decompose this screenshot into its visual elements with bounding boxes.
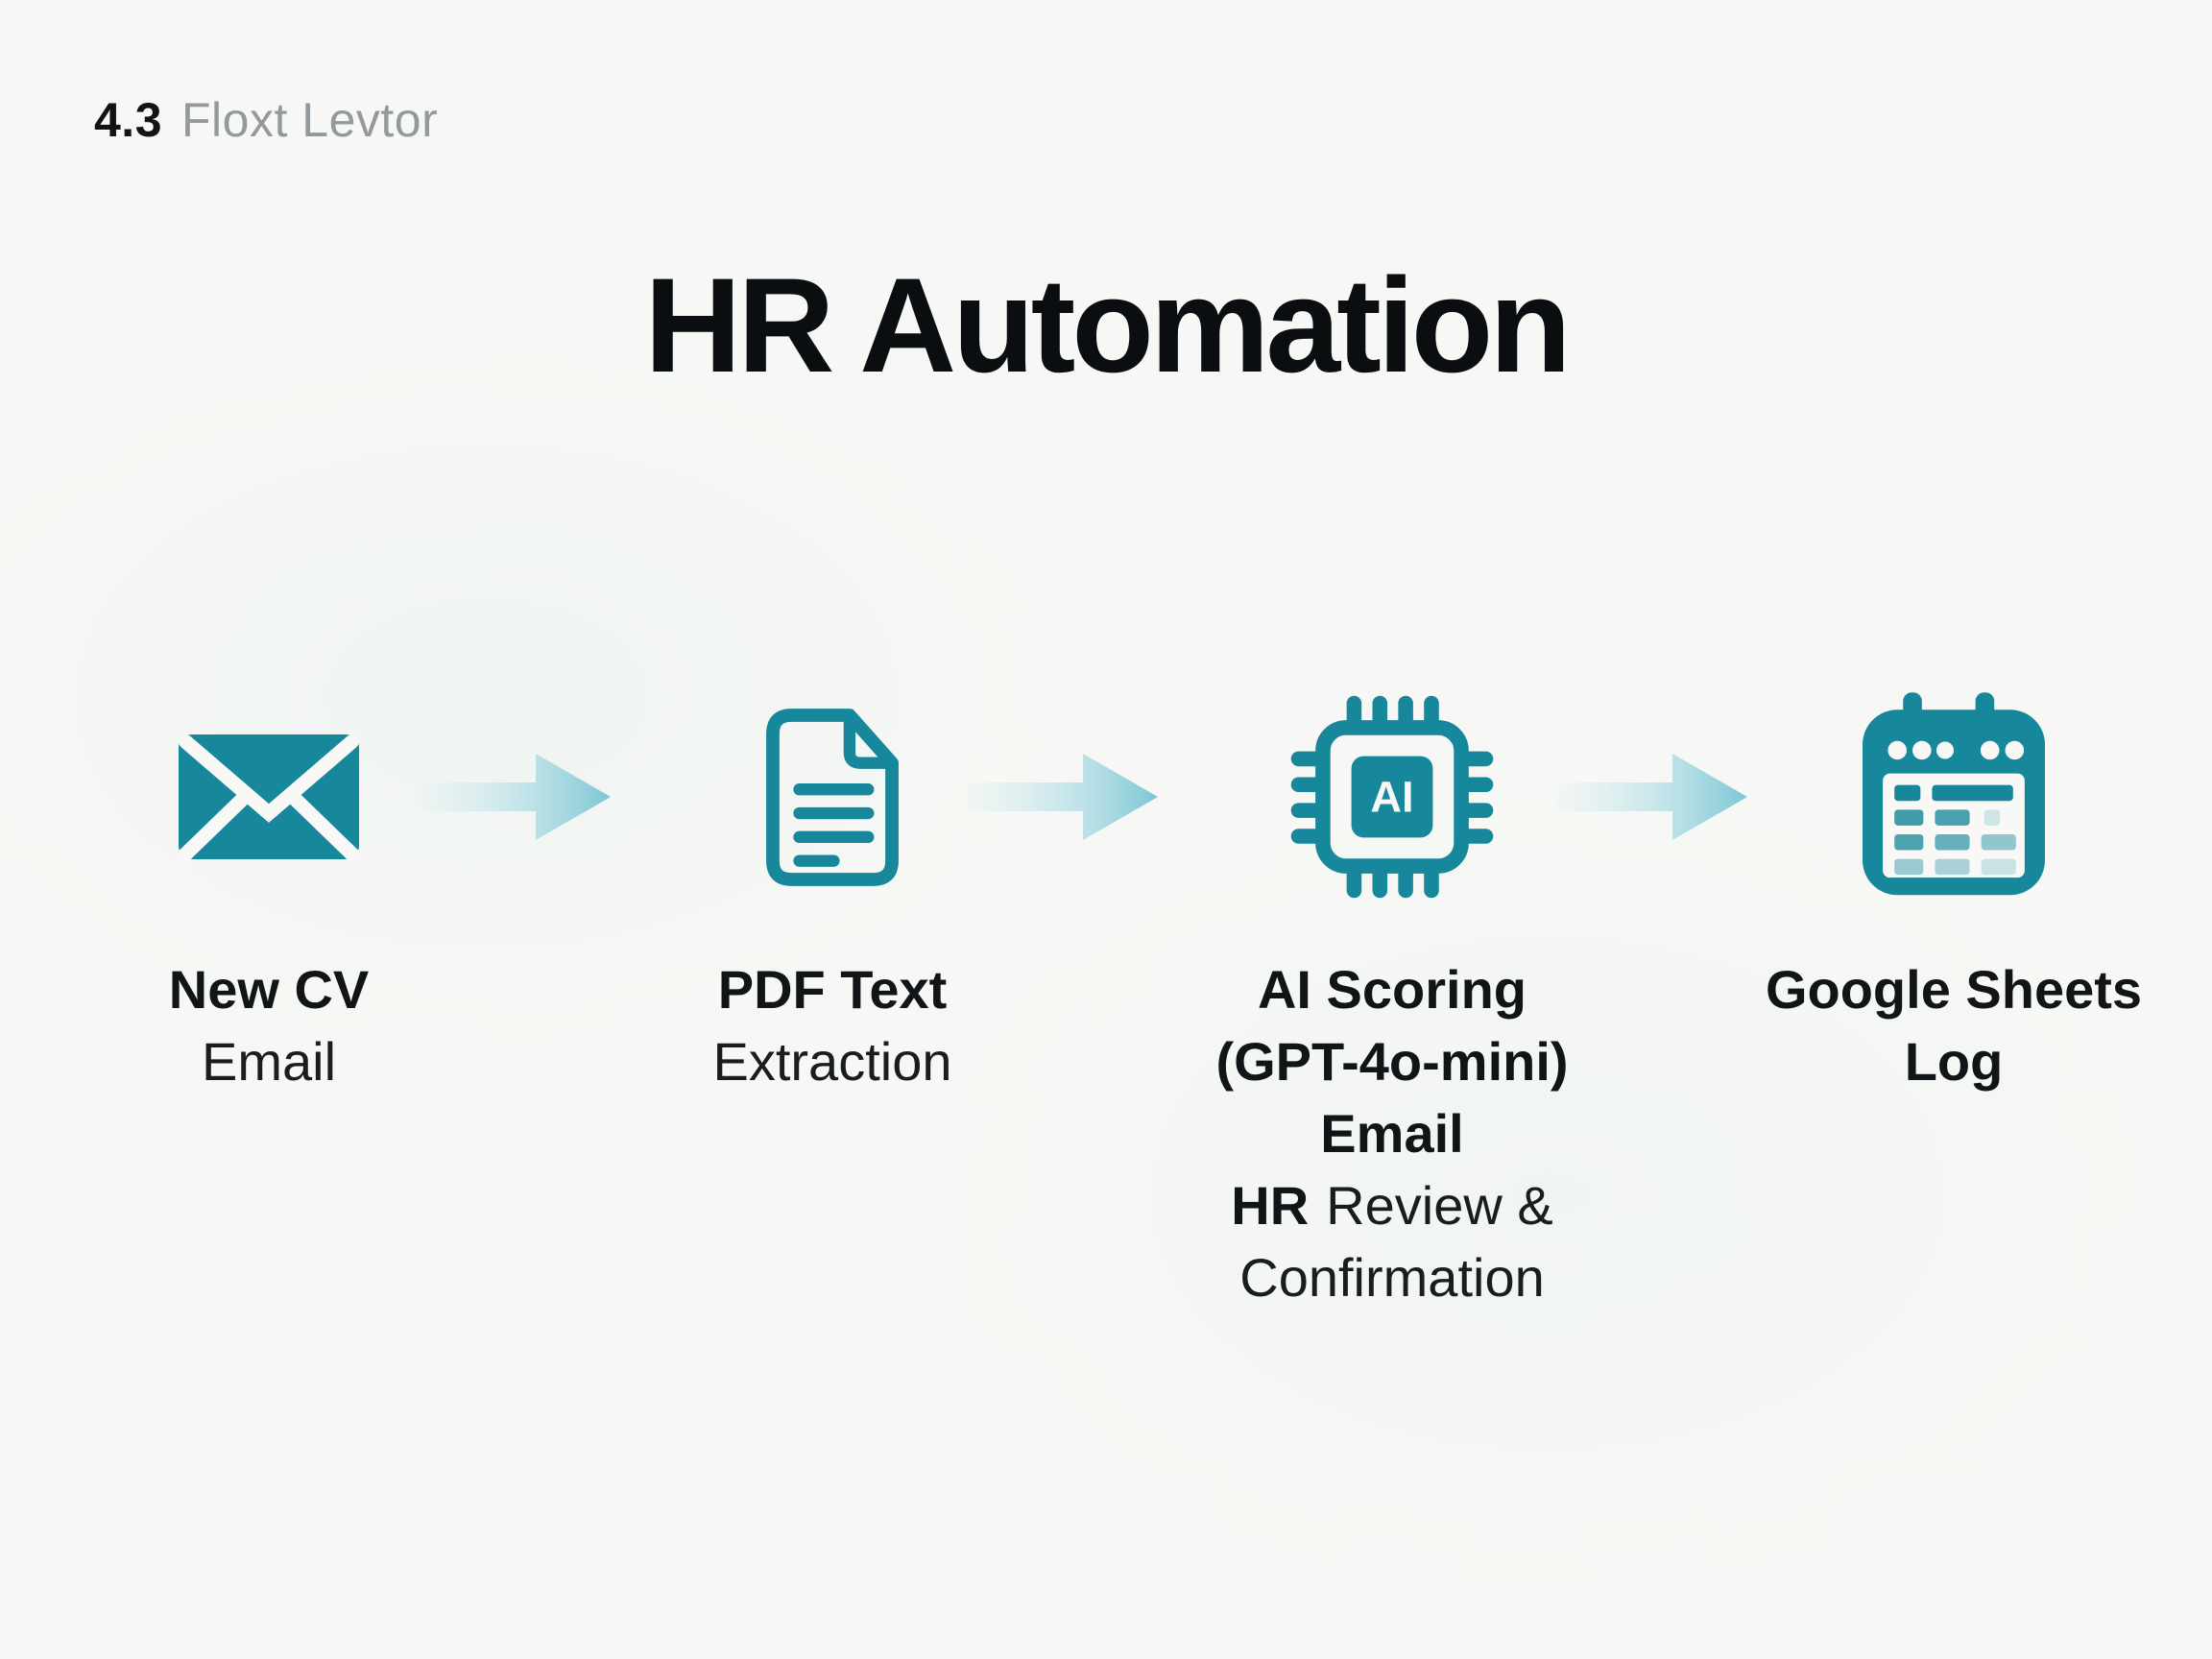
step-label-line: Extraction: [712, 1031, 952, 1092]
chip-ai-text: AI: [1370, 773, 1413, 822]
arrow-icon: [968, 754, 1158, 840]
ai-chip-icon-svg: AI: [1290, 695, 1494, 899]
step-label-line: New CV: [168, 959, 370, 1020]
step-label: AI Scoring (GPT-4o-mini) Email HR Review …: [1215, 953, 1568, 1313]
spreadsheet-calendar-icon-svg: [1863, 691, 2045, 895]
ai-chip-icon: AI: [1290, 686, 1494, 907]
step-label: PDF Text Extraction: [713, 953, 952, 1097]
step-label-bold-part: HR: [1231, 1175, 1310, 1236]
page-title: HR Automation: [644, 250, 1572, 400]
step-ai-scoring: AI AI Scoring (GPT-4o-mini) Email HR Revi…: [1147, 686, 1637, 1313]
step-label-line: (GPT-4o-mini): [1215, 1031, 1569, 1092]
section-label: Floxt Levtor: [181, 93, 439, 147]
section-number: 4.3: [94, 93, 163, 147]
step-label-line: AI Scoring: [1257, 959, 1527, 1020]
section-header: 4.3 Floxt Levtor: [94, 92, 438, 148]
step-new-cv-email: New CV Email: [53, 686, 485, 1097]
spreadsheet-calendar-icon: [1860, 686, 2048, 907]
step-label-line: Google Sheets: [1765, 959, 2143, 1020]
step-label-line: Email: [201, 1031, 337, 1092]
flow-arrow-1: [421, 740, 617, 854]
step-google-sheets-log: Google Sheets Log: [1704, 686, 2203, 1097]
step-label-line: Email: [1320, 1103, 1464, 1164]
arrow-icon: [421, 754, 611, 840]
flow-arrow-3: [1557, 740, 1754, 854]
envelope-icon: [173, 686, 365, 907]
flow-arrow-2: [968, 740, 1165, 854]
pdf-document-icon-svg: [766, 708, 899, 886]
step-label: Google Sheets Log: [1766, 953, 2142, 1097]
pdf-document-icon: [759, 686, 905, 907]
step-label-regular-part: Review &: [1326, 1175, 1553, 1236]
step-label-line: Confirmation: [1239, 1247, 1545, 1308]
arrow-icon: [1557, 754, 1747, 840]
step-pdf-text-extraction: PDF Text Extraction: [616, 686, 1048, 1097]
step-label-line: Log: [1904, 1031, 2004, 1092]
envelope-icon-svg: [177, 734, 361, 863]
step-label: New CV Email: [169, 953, 370, 1097]
step-label-line: HR Review &: [1215, 1169, 1568, 1241]
step-label-line: PDF Text: [717, 959, 948, 1020]
